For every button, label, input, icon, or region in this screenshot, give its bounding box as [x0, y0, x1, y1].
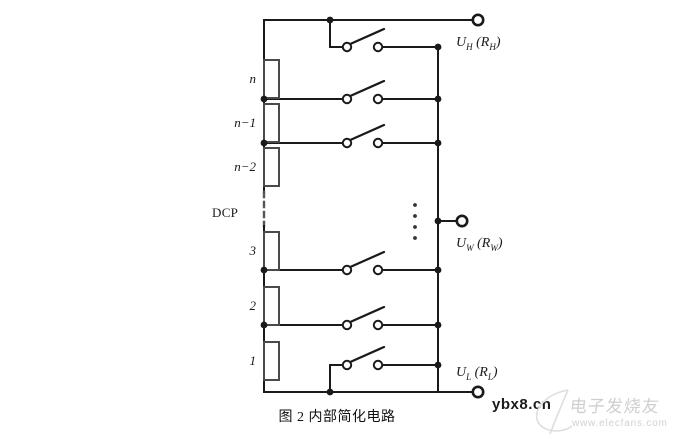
chain-tap-sw-2	[260, 321, 268, 329]
resistor-label-r-3: 3	[249, 243, 257, 258]
resistor-n	[263, 59, 280, 99]
switch-pole-left-sw-n1[interactable]	[341, 137, 353, 149]
resistor-n−2	[263, 147, 280, 187]
term-w-label: UW (RW)	[456, 236, 503, 253]
switch-pole-left-sw-3[interactable]	[341, 264, 353, 276]
resistor-label-r-n2: n−2	[234, 159, 256, 174]
chain-tap-sw-n	[260, 95, 268, 103]
switch-pole-right-sw-n[interactable]	[372, 93, 384, 105]
switch-pole-left-sw-n[interactable]	[341, 93, 353, 105]
vertical-ellipsis-dot-3	[413, 236, 417, 240]
switch-blade-sw-top[interactable]	[346, 27, 386, 47]
resistor-label-r-2: 2	[249, 298, 257, 313]
vertical-ellipsis-dot-2	[413, 225, 417, 229]
switch-pole-right-sw-n1[interactable]	[372, 137, 384, 149]
resistor-label-r-n: n	[249, 71, 257, 86]
wire-layer	[262, 19, 479, 393]
term-h[interactable]	[471, 13, 485, 27]
figure-caption: 图 2 内部简化电路	[278, 410, 396, 425]
term-l-label: UL (RL)	[456, 365, 498, 382]
switch-blade-sw-n[interactable]	[346, 79, 386, 99]
rail-tap-sw-top	[326, 16, 334, 24]
switch-layer	[341, 27, 386, 371]
bus-junction-sw-top	[434, 43, 442, 51]
bus-junction-sw-3	[434, 266, 442, 274]
bus-junction-sw-n1	[434, 139, 442, 147]
switch-pole-right-sw-3[interactable]	[372, 264, 384, 276]
chain-tap-sw-3	[260, 266, 268, 274]
wiper-bus-junction	[434, 217, 442, 225]
switch-pole-left-sw-bot[interactable]	[341, 359, 353, 371]
switch-pole-right-sw-bot[interactable]	[372, 359, 384, 371]
terminal-layer	[455, 13, 485, 399]
term-w[interactable]	[455, 214, 469, 228]
junction-dot-layer	[260, 16, 442, 396]
term-l[interactable]	[471, 385, 485, 399]
chain-tap-sw-n1	[260, 139, 268, 147]
switch-pole-left-sw-top[interactable]	[341, 41, 353, 53]
bus-junction-sw-bot	[434, 361, 442, 369]
vertical-ellipsis-dot-0	[413, 203, 417, 207]
watermark-text: ybx8.cn	[492, 396, 552, 413]
bus-junction-sw-n	[434, 95, 442, 103]
resistor-n−1	[263, 103, 280, 143]
switch-blade-sw-bot[interactable]	[346, 345, 386, 365]
resistor-3	[263, 231, 280, 271]
resistor-label-r-n1: n−1	[234, 115, 256, 130]
watermark-brand-cn: 电子发烧友	[568, 397, 661, 417]
watermark-brand-url: www.elecfans.com	[572, 418, 668, 429]
switch-pole-left-sw-2[interactable]	[341, 319, 353, 331]
resistor-label-r-1: 1	[249, 353, 257, 368]
rail-tap-sw-bot	[326, 388, 334, 396]
switch-pole-right-sw-top[interactable]	[372, 41, 384, 53]
bus-junction-sw-2	[434, 321, 442, 329]
dcp-label: DCP	[212, 205, 239, 220]
switch-blade-sw-2[interactable]	[346, 305, 386, 325]
resistor-1	[263, 341, 280, 381]
switch-pole-right-sw-2[interactable]	[372, 319, 384, 331]
vertical-ellipsis-dot-1	[413, 214, 417, 218]
switch-blade-sw-3[interactable]	[346, 250, 386, 270]
resistor-layer	[263, 59, 280, 381]
term-h-label: UH (RH)	[456, 35, 501, 52]
resistor-2	[263, 286, 280, 326]
switch-blade-sw-n1[interactable]	[346, 123, 386, 143]
